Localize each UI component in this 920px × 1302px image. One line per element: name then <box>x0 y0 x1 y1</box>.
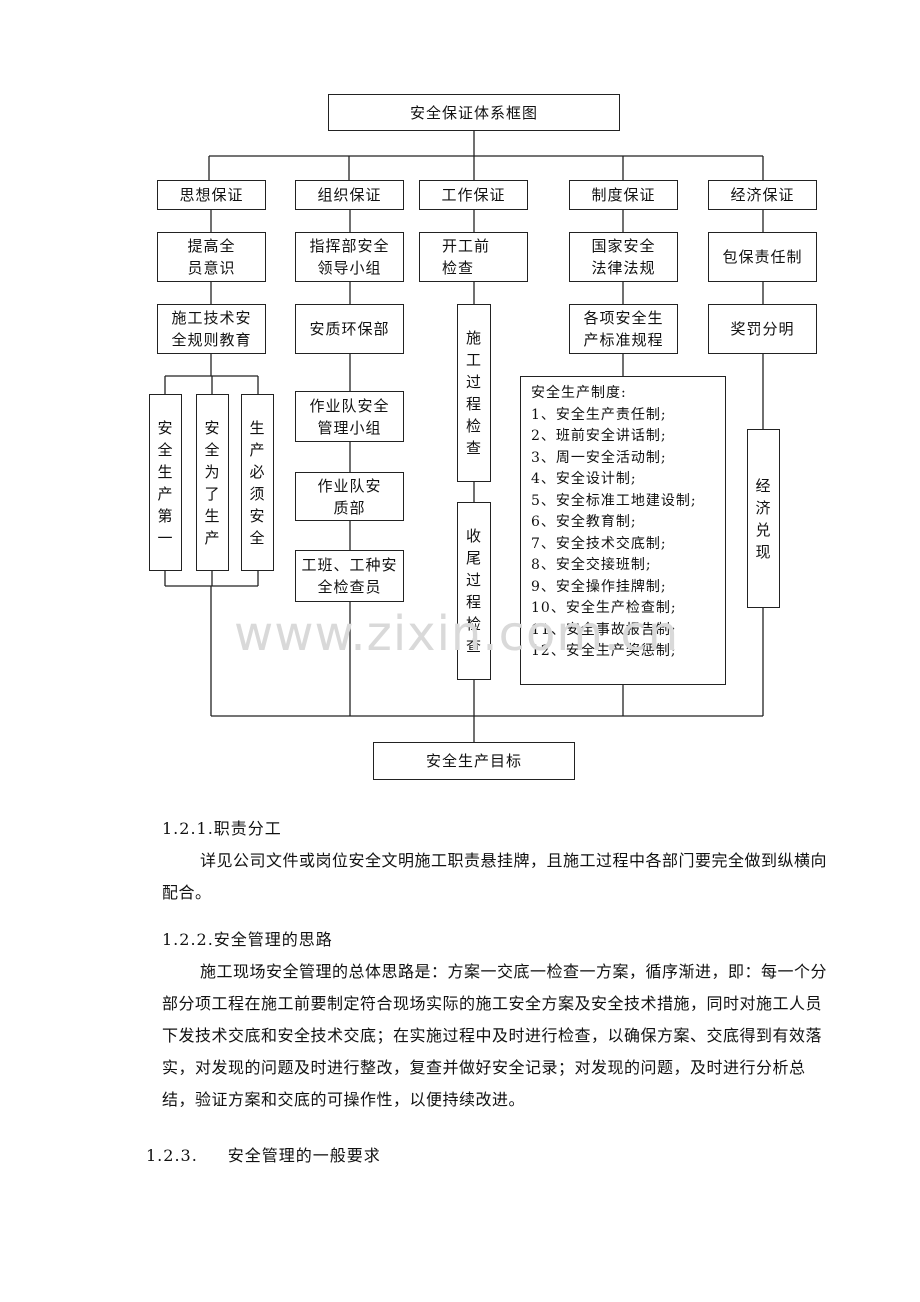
column-header-system-label: 制度保证 <box>591 186 656 204</box>
node-org-4: 作业队安质部 <box>295 472 404 521</box>
node-org-3-label: 作业队安全管理小组 <box>309 396 390 437</box>
column-header-system: 制度保证 <box>569 180 678 210</box>
column-header-thought: 思想保证 <box>157 180 266 210</box>
node-economy-2: 奖罚分明 <box>708 304 817 354</box>
node-work-3-label: 收尾过程检查 <box>466 527 483 655</box>
section-heading-3: 1.2.3. 安全管理的一般要求 <box>146 1142 381 1166</box>
node-economy-2-label: 奖罚分明 <box>730 320 795 338</box>
column-header-economy: 经济保证 <box>708 180 817 210</box>
node-system-1-label: 国家安全法律法规 <box>591 237 656 277</box>
node-thought-2: 施工技术安全规则教育 <box>157 304 266 354</box>
system-list-item: 4、安全设计制; <box>531 471 637 487</box>
section-body-2-text: 施工现场安全管理的总体思路是：方案一交底一检查一方案，循序渐进，即：每一个分部分… <box>162 962 828 1109</box>
node-org-5: 工班、工种安全检查员 <box>295 550 404 602</box>
system-list-item: 10、安全生产检查制; <box>531 600 677 616</box>
node-org-2: 安质环保部 <box>295 304 404 354</box>
system-list-item: 8、安全交接班制; <box>531 557 652 573</box>
flowchart-connectors <box>164 130 764 742</box>
node-system-2: 各项安全生产标准规程 <box>569 304 678 354</box>
system-list-item: 3、周一安全活动制; <box>531 449 667 466</box>
section-body-1: 详见公司文件或岗位安全文明施工职责悬挂牌，且施工过程中各部门要完全做到纵横向配合… <box>162 845 832 909</box>
node-org-5-label: 工班、工种安全检查员 <box>301 556 398 596</box>
system-list-box: 安全生产制度: 1、安全生产责任制; 2、班前安全讲话制; 3、周一安全活动制;… <box>520 376 726 685</box>
column-header-work: 工作保证 <box>419 180 528 210</box>
column-header-work-label: 工作保证 <box>441 186 506 204</box>
system-list-item: 9、安全操作挂牌制; <box>531 578 667 595</box>
node-system-1: 国家安全法律法规 <box>569 232 678 282</box>
system-list-item: 12、安全生产奖惩制; <box>531 643 677 659</box>
column-header-thought-label: 思想保证 <box>179 186 244 204</box>
node-org-4-label: 作业队安质部 <box>317 476 382 517</box>
column-header-economy-label: 经济保证 <box>730 186 795 204</box>
node-thought-sub-3: 生产必须安全 <box>241 394 274 571</box>
system-list-item: 6、安全教育制; <box>531 514 637 530</box>
node-work-1: 开工前检查 <box>419 232 528 282</box>
column-header-org-label: 组织保证 <box>317 186 382 204</box>
section-heading-2: 1.2.2.安全管理的思路 <box>162 930 333 949</box>
node-thought-sub-1: 安全生产第一 <box>149 394 182 571</box>
node-thought-1-label: 提高全员意识 <box>187 237 236 277</box>
system-list-item: 7、安全技术交底制; <box>531 535 667 552</box>
node-economy-1-label: 包保责任制 <box>722 248 803 266</box>
node-thought-sub-1-label: 安全生产第一 <box>157 418 174 547</box>
node-org-3: 作业队安全管理小组 <box>295 391 404 442</box>
system-list-item: 1、安全生产责任制; <box>531 406 667 423</box>
node-work-2: 施工过程检查 <box>457 304 491 482</box>
node-thought-2-label: 施工技术安全规则教育 <box>171 309 252 349</box>
node-thought-1: 提高全员意识 <box>157 232 266 282</box>
goal-box: 安全生产目标 <box>373 742 575 780</box>
node-org-1-label: 指挥部安全领导小组 <box>309 237 390 277</box>
section-body-2: 施工现场安全管理的总体思路是：方案一交底一检查一方案，循序渐进，即：每一个分部分… <box>162 956 832 1116</box>
node-economy-3: 经济兑现 <box>747 429 780 608</box>
section-body-1-text: 详见公司文件或岗位安全文明施工职责悬挂牌，且施工过程中各部门要完全做到纵横向配合… <box>162 851 828 902</box>
node-thought-sub-2-label: 安全为了生产 <box>204 418 221 547</box>
section-heading-3-title: 安全管理的一般要求 <box>227 1146 381 1165</box>
system-list-title: 安全生产制度: <box>531 385 627 401</box>
node-thought-sub-3-label: 生产必须安全 <box>249 418 266 547</box>
system-list-item: 11、安全事故报告制; <box>531 621 677 638</box>
node-org-1: 指挥部安全领导小组 <box>295 232 404 282</box>
system-list-item: 5、安全标准工地建设制; <box>531 492 697 509</box>
node-work-2-label: 施工过程检查 <box>466 329 483 457</box>
section-heading-3-number: 1.2.3. <box>146 1146 198 1165</box>
node-work-3: 收尾过程检查 <box>457 502 491 680</box>
chart-title-box: 安全保证体系框图 <box>328 94 620 131</box>
node-work-1-label: 开工前检查 <box>442 237 491 277</box>
node-system-2-label: 各项安全生产标准规程 <box>583 309 664 349</box>
system-list-item: 2、班前安全讲话制; <box>531 428 667 444</box>
node-thought-sub-2: 安全为了生产 <box>196 394 229 571</box>
goal-label: 安全生产目标 <box>425 752 522 770</box>
section-heading-1: 1.2.1.职责分工 <box>162 819 282 838</box>
chart-title: 安全保证体系框图 <box>409 103 538 122</box>
column-header-org: 组织保证 <box>295 180 404 210</box>
node-economy-1: 包保责任制 <box>708 232 817 282</box>
node-economy-3-label: 经济兑现 <box>755 476 772 561</box>
node-org-2-label: 安质环保部 <box>309 320 390 338</box>
